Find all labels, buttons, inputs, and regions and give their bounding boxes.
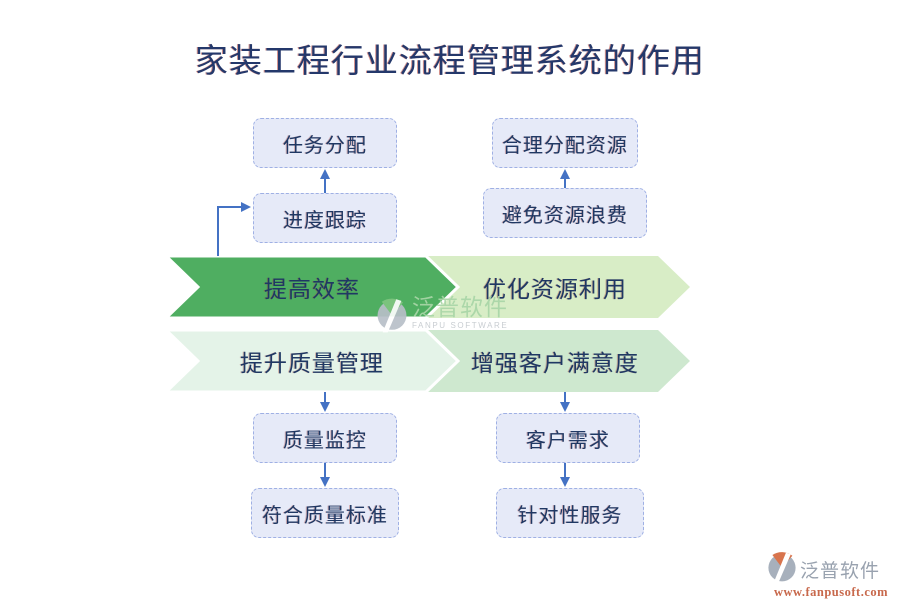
flow-node-rational-resource-allocation: 合理分配资源: [492, 118, 638, 168]
banner-shape-improve-quality: [162, 328, 461, 394]
flow-node-avoid-resource-waste: 避免资源浪费: [483, 188, 647, 238]
footer-website-text: www.fanpusoft.com: [773, 585, 889, 599]
flow-node-task-allocation: 任务分配: [253, 118, 397, 168]
arrow-efficiency-to-progress: [217, 202, 251, 256]
fanpu-logo-icon: [377, 298, 407, 333]
flow-node-quality-monitoring: 质量监控: [253, 413, 397, 463]
center-watermark: 泛普软件 FANPU SOFTWARE: [375, 296, 508, 333]
flow-node-targeted-services: 针对性服务: [496, 488, 644, 538]
footer-logo: 泛普软件 www.fanpusoft.com: [766, 550, 896, 600]
banner-shape-optimize-resources: [420, 256, 690, 318]
watermark-brand-en-text: FANPU SOFTWARE: [412, 321, 509, 330]
flow-node-progress-tracking: 进度跟踪: [253, 193, 397, 243]
banner-shape-enhance-satisfaction: [420, 330, 690, 392]
watermark-brand-text: 泛普软件: [412, 295, 508, 320]
flow-node-customer-needs: 客户需求: [496, 413, 640, 463]
fanpu-logo-icon: [768, 552, 796, 584]
page-title: 家装工程行业流程管理系统的作用: [195, 44, 705, 80]
flow-node-meet-quality-standards: 符合质量标准: [251, 488, 399, 538]
footer-brand-text: 泛普软件: [800, 561, 881, 583]
